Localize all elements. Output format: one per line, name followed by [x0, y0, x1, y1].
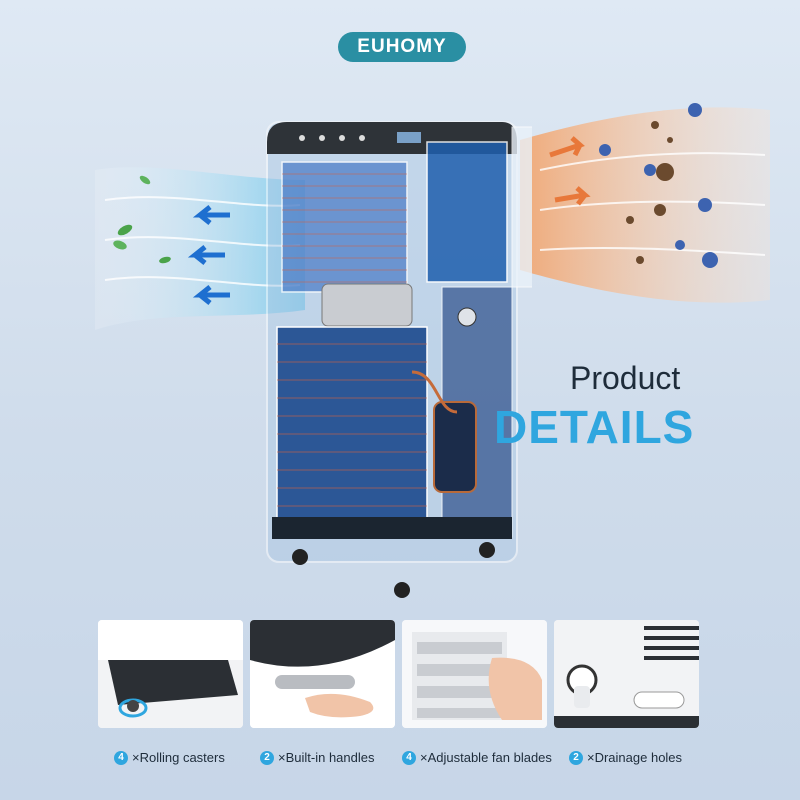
- fan-blades-thumbnail: [402, 620, 547, 728]
- feature-label-text: ×Built-in handles: [278, 750, 375, 765]
- feature-rolling-casters: 4 ×Rolling casters: [114, 750, 225, 765]
- feature-label-text: ×Rolling casters: [132, 750, 225, 765]
- drain-plug-icon: [554, 620, 699, 728]
- count-badge: 2: [260, 750, 274, 765]
- count-badge: 4: [402, 750, 416, 765]
- brand-logo: EUHOMY: [338, 32, 466, 62]
- cool-airflow-illustration: [95, 167, 305, 330]
- caster-wheel-icon: [98, 620, 243, 728]
- louver-fins-icon: [402, 620, 547, 728]
- feature-label-text: ×Drainage holes: [587, 750, 683, 765]
- count-badge: 2: [569, 750, 583, 765]
- headline-product: Product: [570, 360, 681, 396]
- feature-drainage-holes: 2 ×Drainage holes: [569, 750, 682, 765]
- handles-thumbnail: [250, 620, 395, 728]
- casters-thumbnail: [98, 620, 243, 728]
- feature-built-in-handles: 2 ×Built-in handles: [260, 750, 374, 765]
- drainage-thumbnail: [554, 620, 699, 728]
- count-badge: 4: [114, 750, 128, 765]
- headline-details: DETAILS: [494, 401, 695, 453]
- warm-airflow-illustration: [520, 103, 770, 303]
- feature-label-text: ×Adjustable fan blades: [420, 750, 552, 765]
- feature-adjustable-fan-blades: 4 ×Adjustable fan blades: [402, 750, 552, 765]
- air-conditioner-cutaway: [266, 121, 532, 598]
- hand-grip-icon: [250, 620, 395, 728]
